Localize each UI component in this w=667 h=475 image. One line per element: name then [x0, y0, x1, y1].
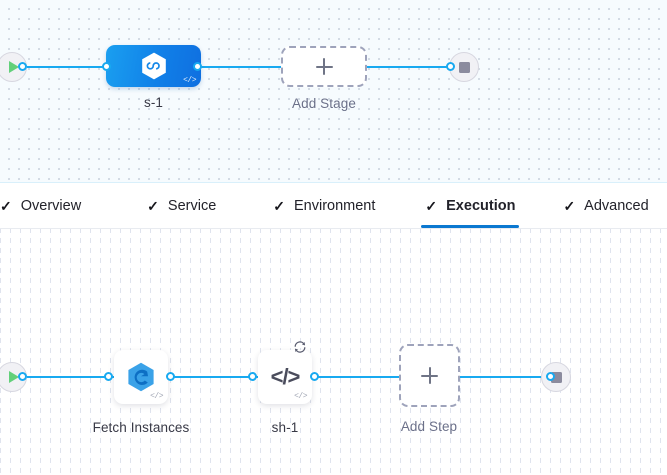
code-icon: </>: [270, 364, 301, 389]
tab-service[interactable]: ✓ Service: [147, 183, 216, 228]
stage-end-port[interactable]: [446, 62, 455, 71]
harness-hexagon-icon: [141, 52, 166, 80]
plus-icon: [315, 58, 333, 75]
stage-graph-layer: </> s-1 Add Stage: [0, 0, 667, 183]
stop-icon: [550, 371, 562, 383]
step-fetch-in-port[interactable]: [104, 372, 113, 381]
edge-sh1-to-add-step: [314, 376, 400, 378]
edge-add-stage-to-end: [366, 66, 459, 68]
stage-node-label-s-1: s-1: [143, 95, 164, 110]
tab-advanced-label: Advanced: [584, 197, 649, 214]
edge-s1-to-add-stage: [197, 66, 281, 68]
check-icon: ✓: [563, 197, 576, 214]
step-code-badge: </>: [294, 392, 307, 401]
edge-fetch-to-sh1: [170, 376, 258, 378]
tab-overview[interactable]: ✓ Overview: [0, 183, 81, 228]
step-graph-layer: </> Fetch Instances </> </>: [0, 228, 667, 475]
step-sh1-in-port[interactable]: [248, 372, 257, 381]
stage-node-s-1[interactable]: </>: [106, 45, 201, 87]
stage-canvas[interactable]: </> s-1 Add Stage: [0, 0, 667, 183]
grid-pattern: [0, 228, 667, 475]
loop-icon: [294, 341, 306, 353]
tab-execution-label: Execution: [446, 197, 516, 214]
plus-icon: [421, 367, 438, 384]
tab-environment[interactable]: ✓ Environment: [273, 183, 375, 228]
check-icon: ✓: [0, 197, 12, 214]
step-node-sh-1[interactable]: </> </>: [258, 341, 312, 404]
step-end-node[interactable]: [541, 362, 571, 392]
step-fetch-out-port[interactable]: [166, 372, 175, 381]
deployment-swirl-icon: [128, 362, 154, 392]
tab-environment-label: Environment: [294, 197, 376, 214]
add-stage-node[interactable]: [281, 46, 367, 87]
add-stage-label: Add Stage: [292, 96, 356, 111]
step-node-fetch-instances[interactable]: </>: [114, 350, 168, 404]
step-node-label-fetch-instances: Fetch Instances: [92, 420, 190, 435]
stage-s1-in-port[interactable]: [102, 62, 111, 71]
check-icon: ✓: [273, 197, 285, 214]
tab-execution[interactable]: ✓ Execution: [421, 183, 520, 228]
step-code-badge: </>: [150, 392, 163, 401]
stop-icon: [458, 61, 470, 73]
step-end-port[interactable]: [546, 372, 555, 381]
edge-start-to-fetch: [22, 376, 114, 378]
stage-start-node[interactable]: [0, 52, 27, 82]
tab-overview-label: Overview: [20, 197, 82, 214]
check-icon: ✓: [425, 197, 438, 214]
edge-add-step-to-end: [458, 376, 550, 378]
add-step-node[interactable]: [399, 344, 460, 407]
step-canvas[interactable]: </> Fetch Instances </> </>: [0, 228, 667, 475]
step-start-port[interactable]: [18, 372, 27, 381]
add-step-label: Add Step: [400, 419, 458, 434]
stage-s1-out-port[interactable]: [193, 62, 202, 71]
step-sh1-out-port[interactable]: [310, 372, 319, 381]
tab-advanced[interactable]: ✓ Advanced: [563, 183, 648, 228]
stage-start-port[interactable]: [18, 62, 27, 71]
edge-start-to-s1: [22, 66, 110, 68]
stage-code-badge: </>: [183, 76, 196, 85]
tab-service-label: Service: [167, 197, 217, 214]
check-icon: ✓: [147, 197, 159, 214]
play-icon: [8, 61, 19, 73]
play-icon: [8, 371, 19, 383]
pipeline-config-tabs: ✓ Overview ✓ Service ✓ Environment ✓ Exe…: [0, 183, 667, 229]
step-node-label-sh-1: sh-1: [271, 420, 299, 435]
